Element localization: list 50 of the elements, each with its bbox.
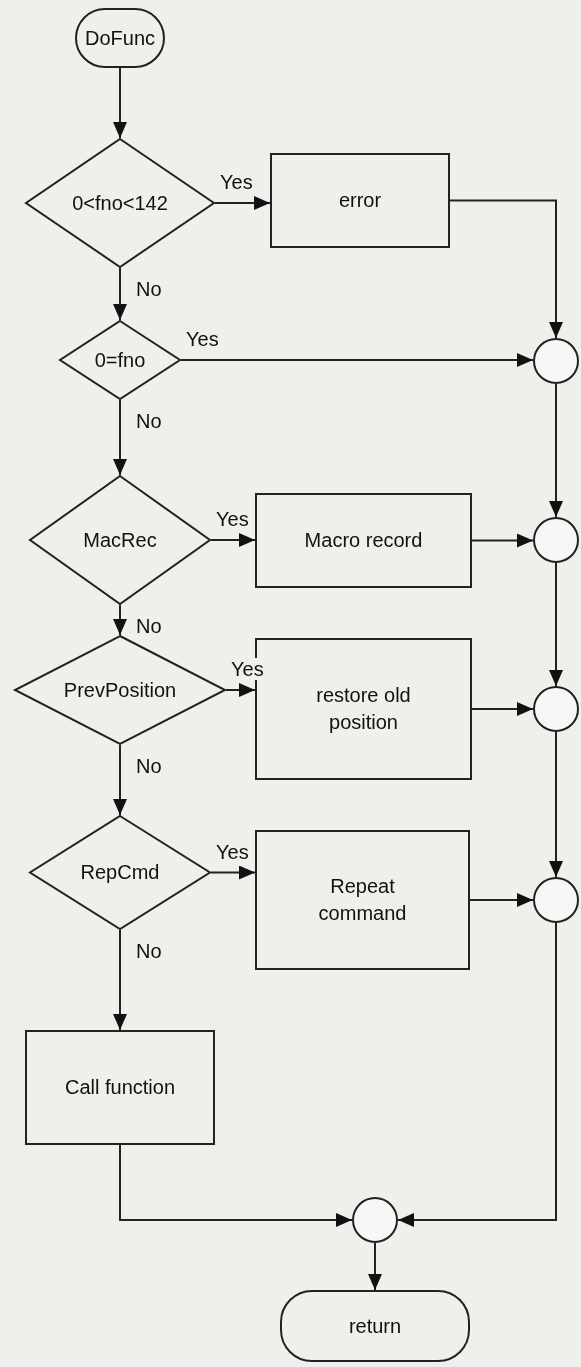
arrow [449, 199, 563, 339]
arrow [368, 1242, 382, 1291]
arrow [471, 702, 534, 716]
arrow [225, 683, 256, 697]
decision-diamond [25, 138, 215, 268]
arrow [113, 744, 127, 816]
process-box [25, 1030, 215, 1145]
decision-diamond [59, 320, 181, 400]
node-label: Macro record [303, 528, 424, 553]
arrow [113, 67, 127, 139]
arrow [471, 533, 534, 548]
process-box [270, 153, 450, 248]
arrow [214, 196, 271, 210]
edge-label: Yes [229, 658, 266, 680]
node-label: Call function [63, 1075, 177, 1100]
arrow [119, 1144, 353, 1227]
node-label: error [337, 188, 383, 213]
node-label: return [347, 1313, 403, 1339]
arrow [113, 267, 127, 321]
process-box [255, 493, 472, 588]
arrow [469, 893, 534, 907]
decision-diamond [29, 475, 211, 605]
node-label: PrevPosition [62, 677, 178, 703]
arrow [397, 922, 557, 1227]
arrow [210, 865, 256, 880]
node-label: RepCmd [79, 860, 161, 885]
node-label: MacRec [82, 527, 158, 553]
connector-circle [533, 686, 579, 732]
terminator-box [280, 1290, 470, 1362]
arrow [210, 533, 256, 547]
node-label: 0=fno [93, 347, 147, 373]
arrow [180, 353, 534, 367]
arrow [113, 399, 127, 476]
process-box [255, 830, 470, 970]
node-label: DoFunc [84, 25, 156, 51]
node-label: restore old position [315, 683, 412, 735]
arrow [549, 383, 563, 518]
connector-circle [533, 517, 579, 563]
node-label: 0<fno<142 [71, 190, 169, 216]
arrow [549, 731, 563, 878]
decision-diamond [29, 815, 211, 930]
arrow [549, 562, 563, 687]
node-label: Repeat command [317, 874, 408, 926]
connector-circle [533, 338, 579, 384]
connector-circle [533, 877, 579, 923]
arrow [113, 604, 127, 636]
connector-circle [352, 1197, 398, 1243]
terminator-box [75, 8, 165, 68]
arrow [113, 929, 127, 1031]
decision-diamond [14, 635, 226, 745]
